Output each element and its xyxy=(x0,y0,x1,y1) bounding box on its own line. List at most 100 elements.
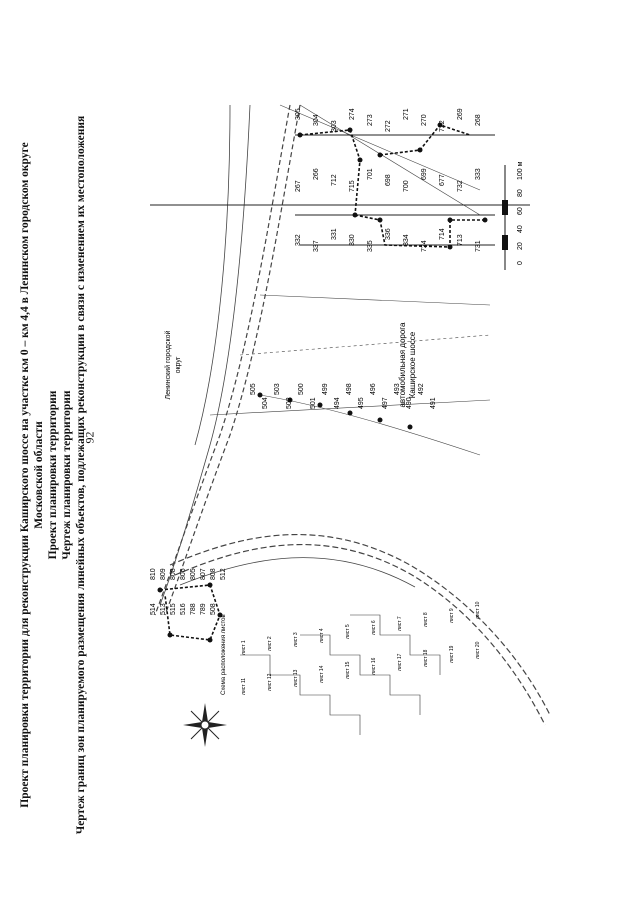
point-label: 714 xyxy=(439,228,446,240)
sheet-label: лист 1 xyxy=(241,640,247,655)
point-label: 677 xyxy=(439,174,446,186)
point-label: 722 xyxy=(439,120,446,132)
planning-map: автомобильная дорога Каширское шоссе Лен… xyxy=(150,104,551,747)
point-label: 712 xyxy=(331,174,338,186)
sheet-label: лист 18 xyxy=(423,649,429,667)
scale-bar: 0 20 40 60 80 100 м xyxy=(502,161,524,270)
road-label-2: Каширское шоссе xyxy=(408,331,417,398)
point-label: 336 xyxy=(385,228,392,240)
point-label: 266 xyxy=(313,168,320,180)
point-label: 271 xyxy=(403,108,410,120)
sheet-label: лист 2 xyxy=(267,636,273,651)
point-label: 699 xyxy=(421,168,428,180)
point-label: 491 xyxy=(430,397,437,409)
point-label: 493 xyxy=(394,383,401,395)
road-label-1: автомобильная дорога xyxy=(398,322,407,408)
document-title: Проект планировки территории для реконст… xyxy=(19,142,31,808)
point-label: 335 xyxy=(367,240,374,252)
district-label-1: Ленинский городской xyxy=(164,330,172,399)
point-label: 303 xyxy=(331,120,338,132)
point-label: 334 xyxy=(403,234,410,246)
scale-label-100: 100 м xyxy=(517,161,524,180)
point-label: 505 xyxy=(250,383,257,395)
sheet-label: лист 7 xyxy=(397,616,403,631)
point-label: 808 xyxy=(210,568,217,580)
point-label: 724 xyxy=(421,240,428,252)
point-label: 513 xyxy=(160,603,167,615)
point-label: 272 xyxy=(385,120,392,132)
point-label: 805 xyxy=(190,568,197,580)
point-label: 512 xyxy=(220,568,227,580)
point-label: 494 xyxy=(334,397,341,409)
zone-boundary xyxy=(159,124,485,641)
point-label: 498 xyxy=(346,383,353,395)
survey-lines xyxy=(150,134,530,246)
point-label: 514 xyxy=(150,603,157,615)
sheet-label: лист 3 xyxy=(293,632,299,647)
point-label: 495 xyxy=(358,397,365,409)
point-label: 500 xyxy=(298,383,305,395)
point-label: 502 xyxy=(286,397,293,409)
point-label: 499 xyxy=(322,383,329,395)
sheet-label: лист 17 xyxy=(397,653,403,671)
sheet-label: лист 4 xyxy=(319,628,325,643)
point-label: 269 xyxy=(457,108,464,120)
point-label: 508 xyxy=(210,603,217,615)
point-label: 492 xyxy=(418,383,425,395)
document-title-region: Московской области xyxy=(33,421,45,529)
point-label: 789 xyxy=(200,603,207,615)
page-header: Проект планировки территории для реконст… xyxy=(18,45,123,905)
point-label: 808 xyxy=(170,568,177,580)
point-label: 268 xyxy=(475,114,482,126)
point-label: 700 xyxy=(403,180,410,192)
scale-label-40: 40 xyxy=(517,225,524,233)
point-label: 806 xyxy=(180,568,187,580)
point-label: 515 xyxy=(170,603,177,615)
scale-label-60: 60 xyxy=(517,207,524,215)
sheet-label: лист 13 xyxy=(293,669,299,687)
point-label: 732 xyxy=(457,180,464,192)
drawing-subtitle: Чертеж планировки территории xyxy=(61,390,73,560)
compass-rose-icon xyxy=(183,703,227,747)
sheet-label: лист 6 xyxy=(371,620,377,635)
district-label-2: округ xyxy=(175,356,182,373)
point-label: 731 xyxy=(475,240,482,252)
road-lines xyxy=(154,104,551,726)
point-label: 713 xyxy=(457,234,464,246)
sheet-label: лист 12 xyxy=(267,673,273,691)
point-label: 304 xyxy=(313,114,320,126)
sheet-label: лист 11 xyxy=(241,678,247,695)
point-label: 788 xyxy=(190,603,197,615)
point-label: 270 xyxy=(421,114,428,126)
sheet-label: лист 10 xyxy=(475,601,481,619)
sheet-label: лист 9 xyxy=(449,608,455,623)
sheet-label: лист 19 xyxy=(449,645,455,663)
point-label: 330 xyxy=(349,234,356,246)
point-label: 810 xyxy=(150,568,157,580)
point-label: 305 xyxy=(295,108,302,120)
sheet-label: лист 14 xyxy=(319,665,325,683)
scale-label-0: 0 xyxy=(517,261,524,265)
point-label: 501 xyxy=(310,397,317,409)
point-label: 332 xyxy=(295,234,302,246)
sheet-layout-scheme xyxy=(240,614,441,735)
point-label: 273 xyxy=(367,114,374,126)
point-label: 337 xyxy=(313,240,320,252)
point-label: 807 xyxy=(200,568,207,580)
point-label: 497 xyxy=(382,397,389,409)
sheet-label: лист 5 xyxy=(345,624,351,639)
point-label: 516 xyxy=(180,603,187,615)
point-label: 701 xyxy=(367,168,374,180)
point-label: 267 xyxy=(295,180,302,192)
point-label: 490 xyxy=(406,397,413,409)
sheet-label: лист 15 xyxy=(345,661,351,679)
drawing-title: Чертеж границ зон планируемого размещени… xyxy=(75,115,87,835)
sheet-label: лист 8 xyxy=(423,612,429,627)
point-label: 333 xyxy=(475,168,482,180)
point-label: 496 xyxy=(370,383,377,395)
point-label: 504 xyxy=(262,397,269,409)
survey-points xyxy=(157,122,488,643)
point-label: 503 xyxy=(274,383,281,395)
scheme-title: Схема расположения листов xyxy=(221,614,227,695)
point-label: 274 xyxy=(349,108,356,120)
